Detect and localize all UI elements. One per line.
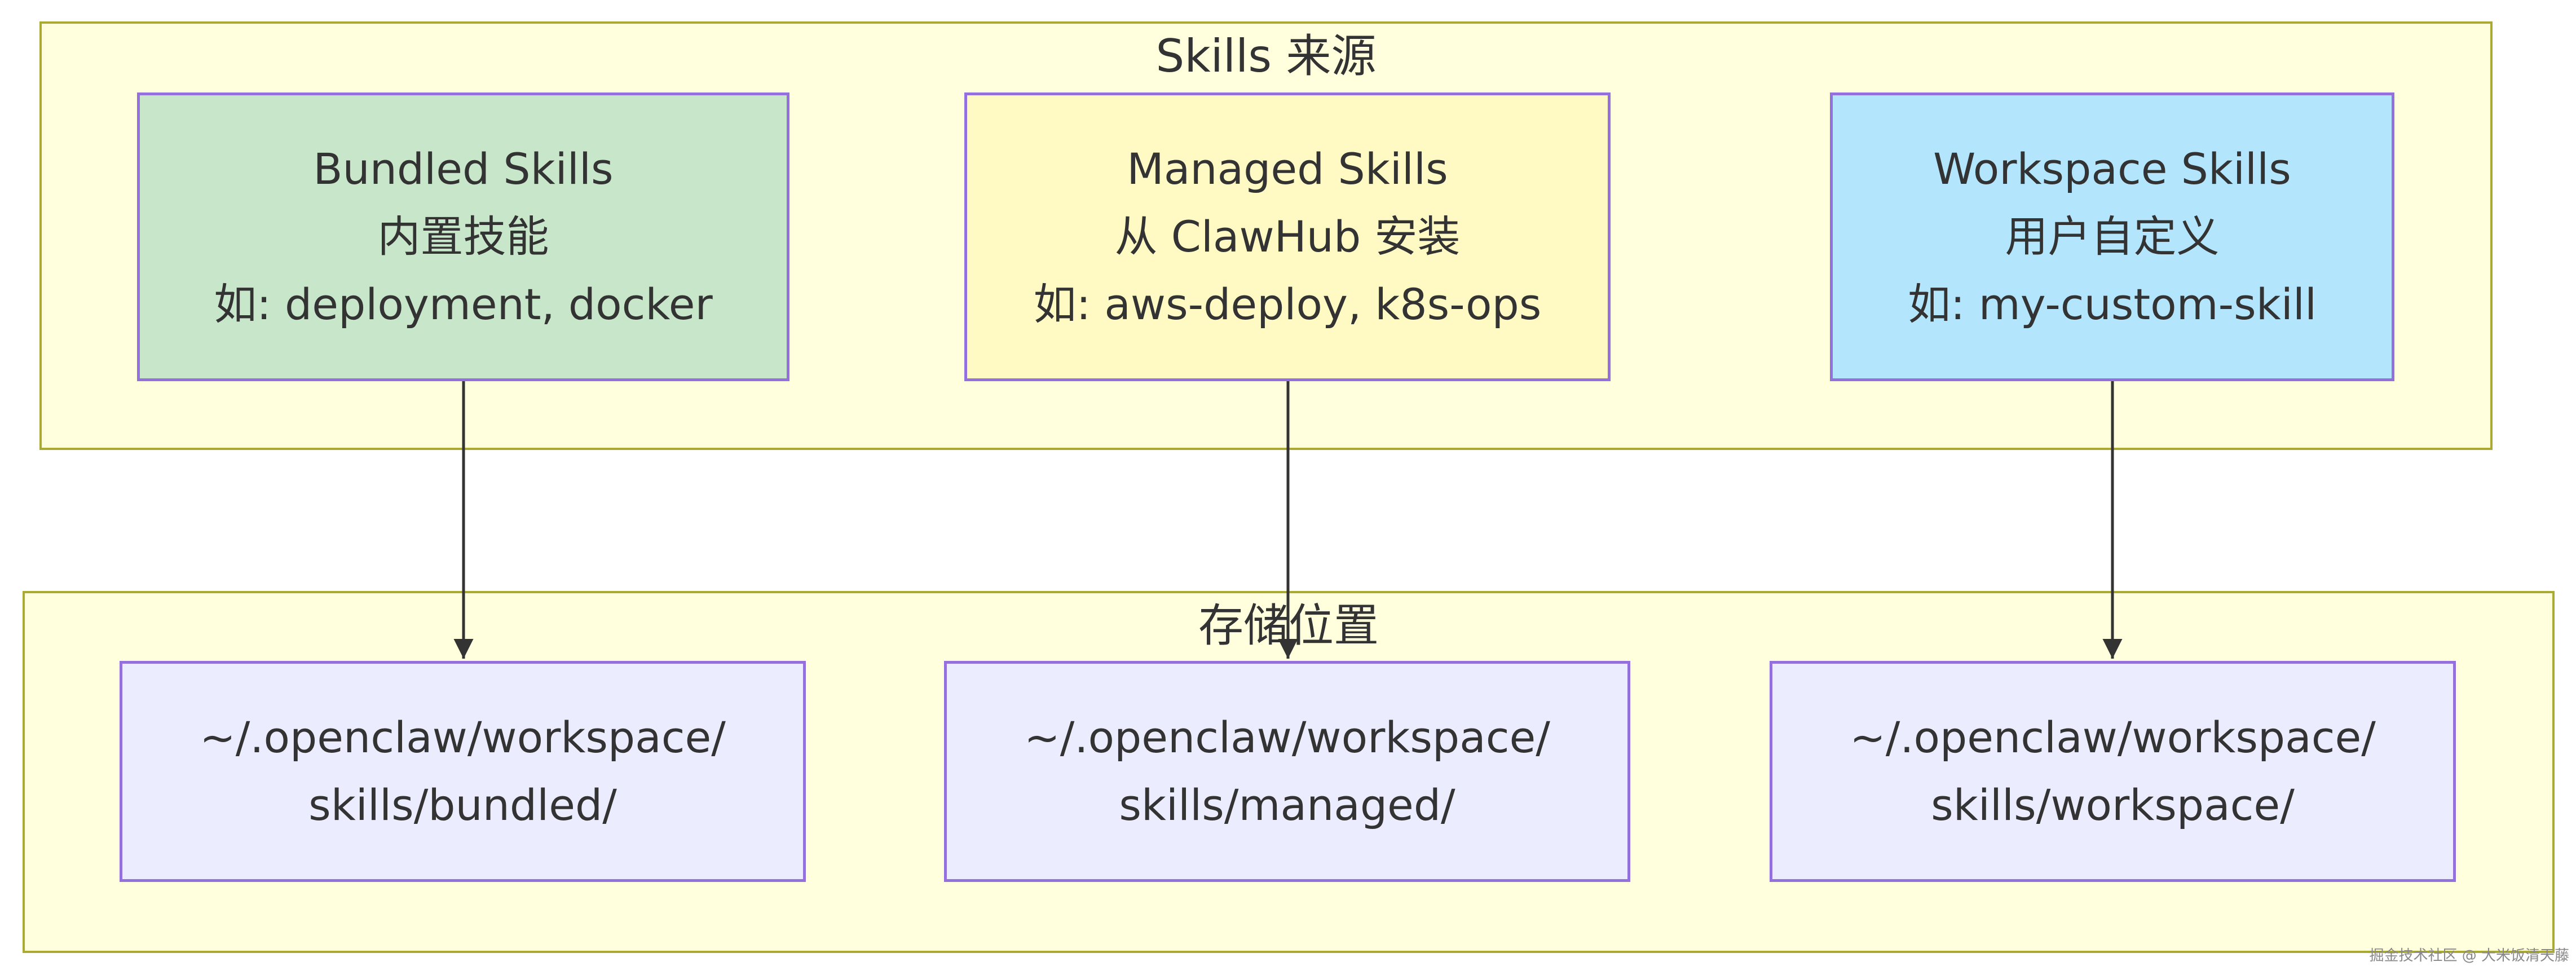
node-workspace-path-line1: ~/.openclaw/workspace/ xyxy=(1850,712,2376,762)
node-workspace-path: ~/.openclaw/workspace/ skills/workspace/ xyxy=(1770,661,2456,882)
node-bundled-skills: Bundled Skills 内置技能 如: deployment, docke… xyxy=(137,92,789,381)
node-bundled-title: Bundled Skills xyxy=(313,144,614,194)
node-managed-path-line1: ~/.openclaw/workspace/ xyxy=(1024,712,1550,762)
node-bundled-path-line1: ~/.openclaw/workspace/ xyxy=(200,712,726,762)
node-managed-title: Managed Skills xyxy=(1127,144,1448,194)
node-bundled-example: 如: deployment, docker xyxy=(214,279,713,329)
node-managed-subtitle: 从 ClawHub 安装 xyxy=(1114,211,1461,262)
node-workspace-example: 如: my-custom-skill xyxy=(1907,279,2317,329)
watermark: 掘金技术社区 @ 大米饭清天藤 xyxy=(2369,947,2569,964)
node-workspace-subtitle: 用户自定义 xyxy=(2005,211,2220,262)
node-managed-example: 如: aws-deploy, k8s-ops xyxy=(1033,279,1542,329)
node-managed-path-line2: skills/managed/ xyxy=(1119,780,1455,830)
node-workspace-title: Workspace Skills xyxy=(1933,144,2291,194)
node-managed-skills: Managed Skills 从 ClawHub 安装 如: aws-deplo… xyxy=(964,92,1611,381)
node-managed-path: ~/.openclaw/workspace/ skills/managed/ xyxy=(944,661,1630,882)
node-bundled-path: ~/.openclaw/workspace/ skills/bundled/ xyxy=(120,661,806,882)
node-workspace-skills: Workspace Skills 用户自定义 如: my-custom-skil… xyxy=(1830,92,2394,381)
node-bundled-path-line2: skills/bundled/ xyxy=(308,780,617,830)
node-workspace-path-line2: skills/workspace/ xyxy=(1931,780,2295,830)
node-bundled-subtitle: 内置技能 xyxy=(377,211,549,262)
cluster-title-sources: Skills 来源 xyxy=(1155,30,1377,82)
